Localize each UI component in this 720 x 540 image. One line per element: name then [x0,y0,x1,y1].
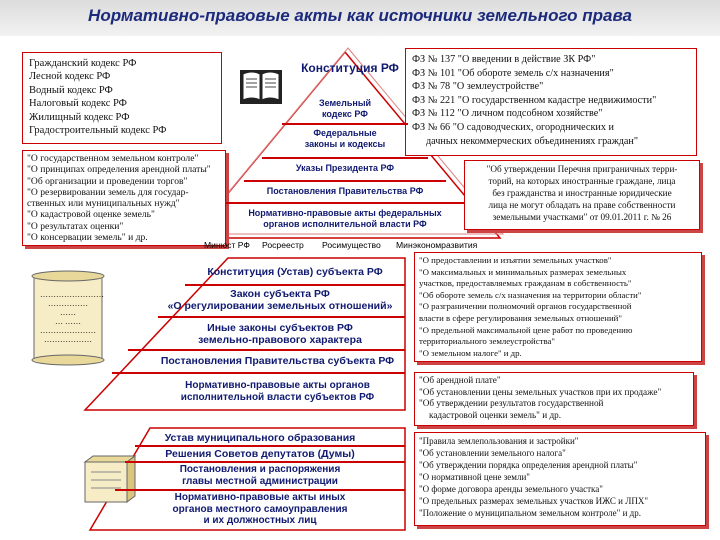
regional-rent-box: "Об арендной плате""Об установлении цены… [414,372,694,426]
divider [262,157,428,159]
tier-constitution: Конституция РФ [301,61,399,75]
ministry-rosreestr: Росреестр [262,240,304,250]
divider [282,123,408,125]
divider [135,445,405,447]
divider [128,349,405,351]
ministry-rosimushchestvo: Росимущество [322,240,381,250]
divider [185,284,405,286]
tier-regional-charter: Конституция (Устав) субъекта РФ [207,266,383,278]
tier-municipal-council: Решения Советов депутатов (Думы) [165,448,355,460]
municipal-acts-box: "Правила землепользования и застройки""О… [414,432,706,526]
gov-decrees-box: "О государственном земельном контроле""О… [22,150,226,246]
tier-regional-law: Закон субъекта РФ«О регулировании земель… [167,288,393,312]
foreign-box: "Об утверждении Перечня приграничных тер… [464,160,700,230]
book-icon [240,70,282,104]
page-title: Нормативно-правовые акты как источники з… [88,6,632,25]
divider [158,316,405,318]
ministry-minjust: Минюст РФ [204,240,250,250]
tier-government: Постановления Правительства РФ [266,186,424,196]
ministry-minekonomrazvitiya: Минэкономразвития [396,240,478,250]
scroll-text: ……………………………………… … ……………………………………… [40,290,104,344]
tier-president: Указы Президента РФ [295,163,395,173]
tier-municipal-charter: Устав муниципального образования [164,432,356,444]
title-bar [0,0,720,36]
divider [115,489,405,491]
divider [125,461,405,463]
tier-regional-decrees: Постановления Правительства субъекта РФ [160,355,395,367]
divider [112,372,405,374]
divider [244,180,446,182]
regional-acts-box: "О предоставлении и изъятии земельных уч… [414,252,702,362]
federal-laws-box: ФЗ № 137 "О введении в действие ЗК РФ"ФЗ… [405,48,697,156]
divider [226,202,464,204]
scroll-icon [31,270,105,366]
